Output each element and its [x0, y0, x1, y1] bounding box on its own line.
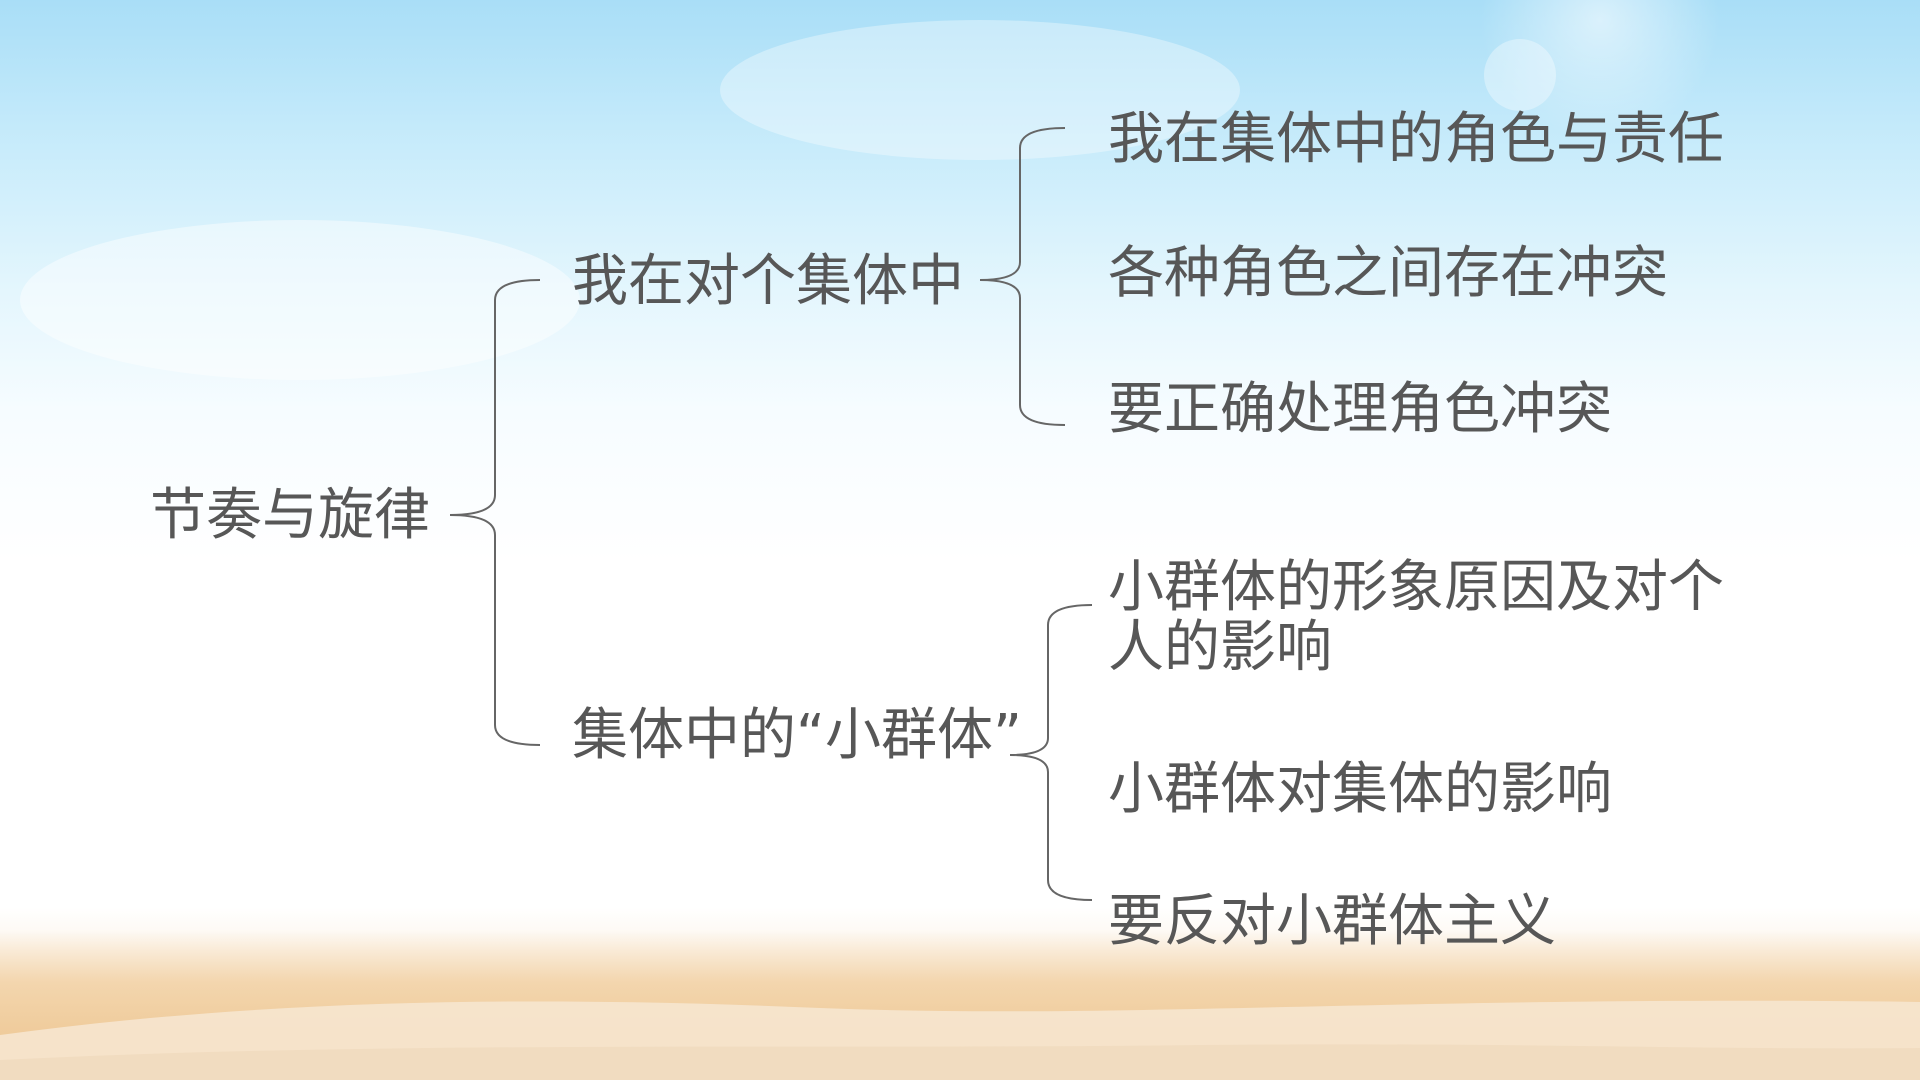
branch-2-item-3: 要反对小群体主义 [1108, 889, 1556, 954]
branch-1-item-2: 各种角色之间存在冲突 [1108, 241, 1668, 306]
branch-1-label: 我在对个集体中 [572, 249, 964, 314]
branch-2-bracket [1009, 604, 1093, 901]
branch-2-item-2: 小群体对集体的影响 [1108, 757, 1612, 822]
root-bracket [449, 279, 541, 746]
root-node: 节奏与旋律 [150, 483, 430, 548]
branch-1-item-1: 我在集体中的角色与责任 [1108, 107, 1724, 172]
branch-1-item-3: 要正确处理角色冲突 [1108, 377, 1612, 442]
branch-2-item-1: 小群体的形象原因及对个人的影响 [1108, 555, 1724, 680]
branch-2-label: 集体中的“小群体” [572, 703, 1023, 768]
branch-1-bracket [979, 127, 1066, 426]
